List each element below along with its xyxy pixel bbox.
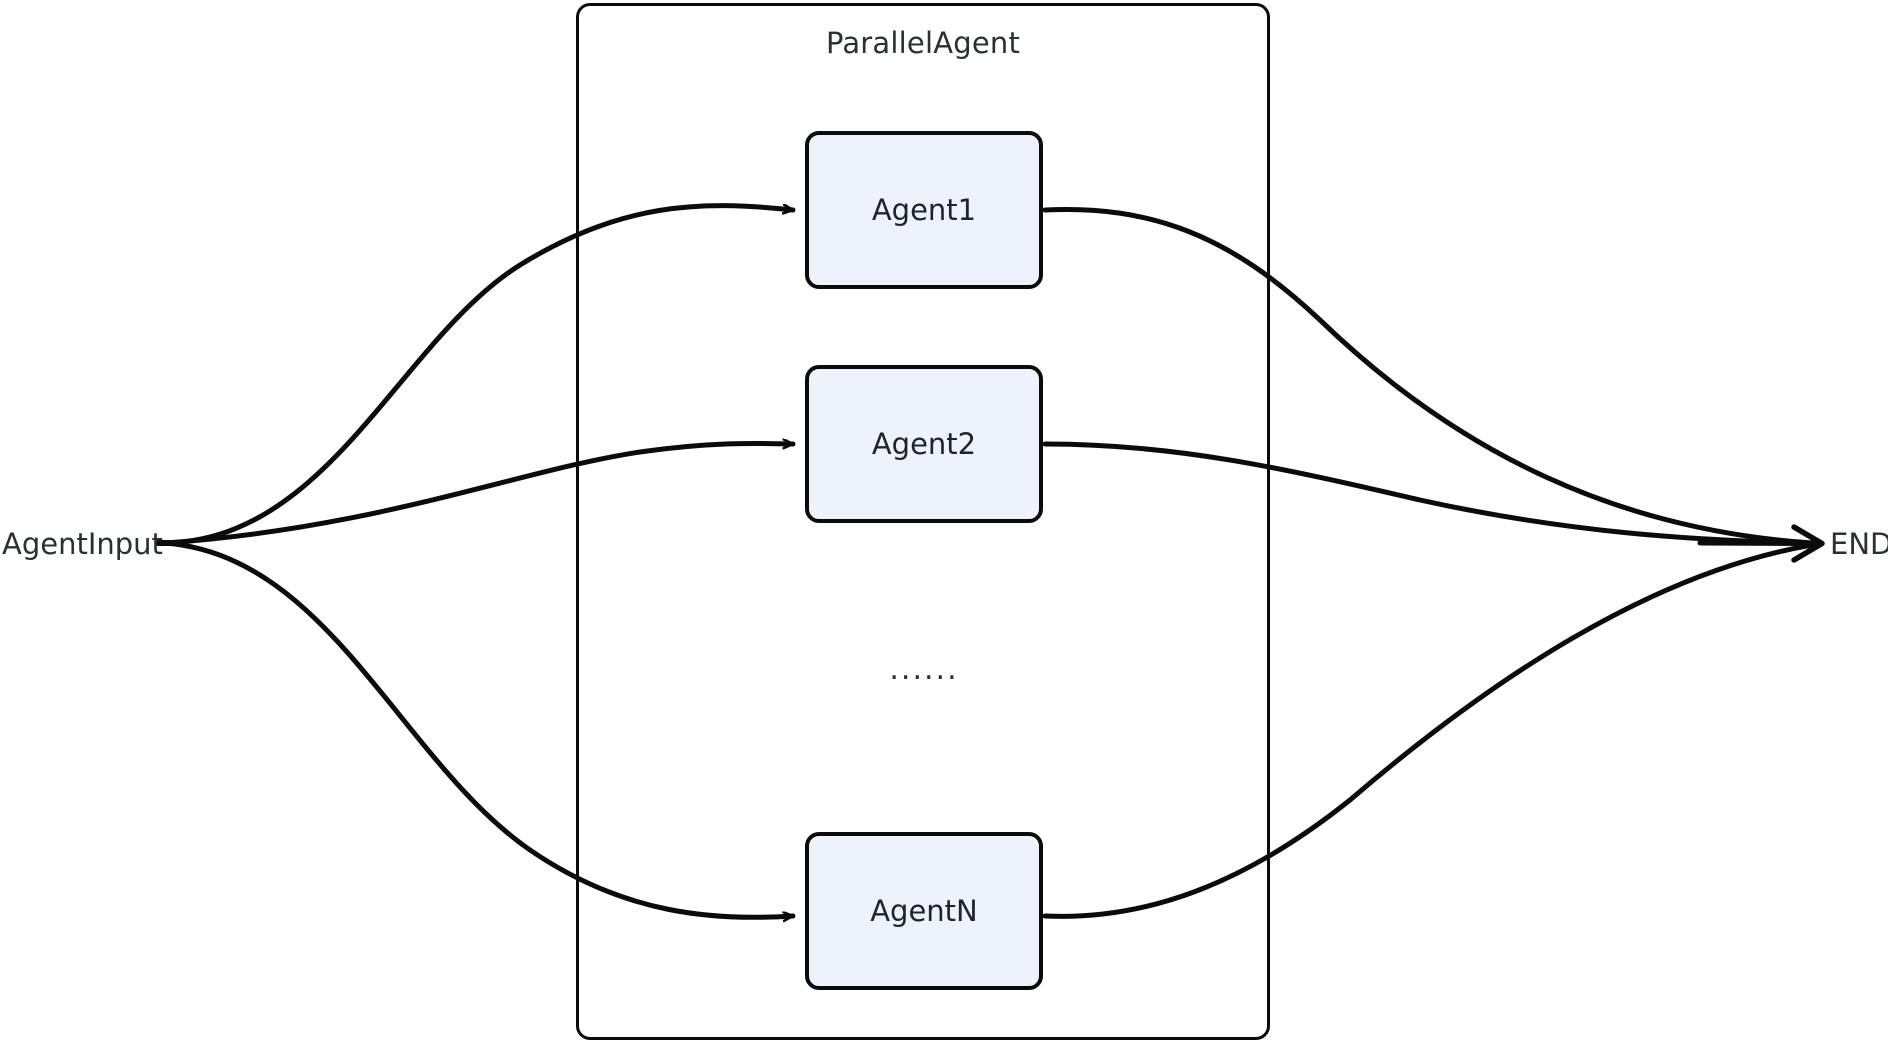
node-ellipsis: ...... bbox=[889, 652, 959, 687]
parallel-agent-container bbox=[576, 3, 1270, 1040]
arrowhead-end-icon bbox=[1791, 524, 1825, 563]
edge-agent1-end bbox=[1042, 206, 1815, 546]
endpoint-agent-input: AgentInput bbox=[2, 527, 163, 561]
edge-agent2-end bbox=[1042, 441, 1815, 546]
edge-agentn-end bbox=[1042, 542, 1815, 919]
parallel-agent-title: ParallelAgent bbox=[825, 26, 1021, 60]
edge-agentinput-agent1 bbox=[162, 203, 796, 546]
node-agent2-label: Agent2 bbox=[871, 427, 977, 461]
edge-agentinput-agentn bbox=[162, 540, 796, 917]
node-agentn[interactable]: AgentN bbox=[805, 832, 1043, 990]
edge-stub-end bbox=[1697, 540, 1821, 546]
endpoint-end: END bbox=[1830, 527, 1888, 561]
node-agent2[interactable]: Agent2 bbox=[805, 365, 1043, 523]
node-agent1-label: Agent1 bbox=[871, 193, 977, 227]
node-agent1[interactable]: Agent1 bbox=[805, 131, 1043, 289]
edge-agentinput-agent2 bbox=[162, 443, 796, 546]
node-agentn-label: AgentN bbox=[870, 894, 978, 928]
